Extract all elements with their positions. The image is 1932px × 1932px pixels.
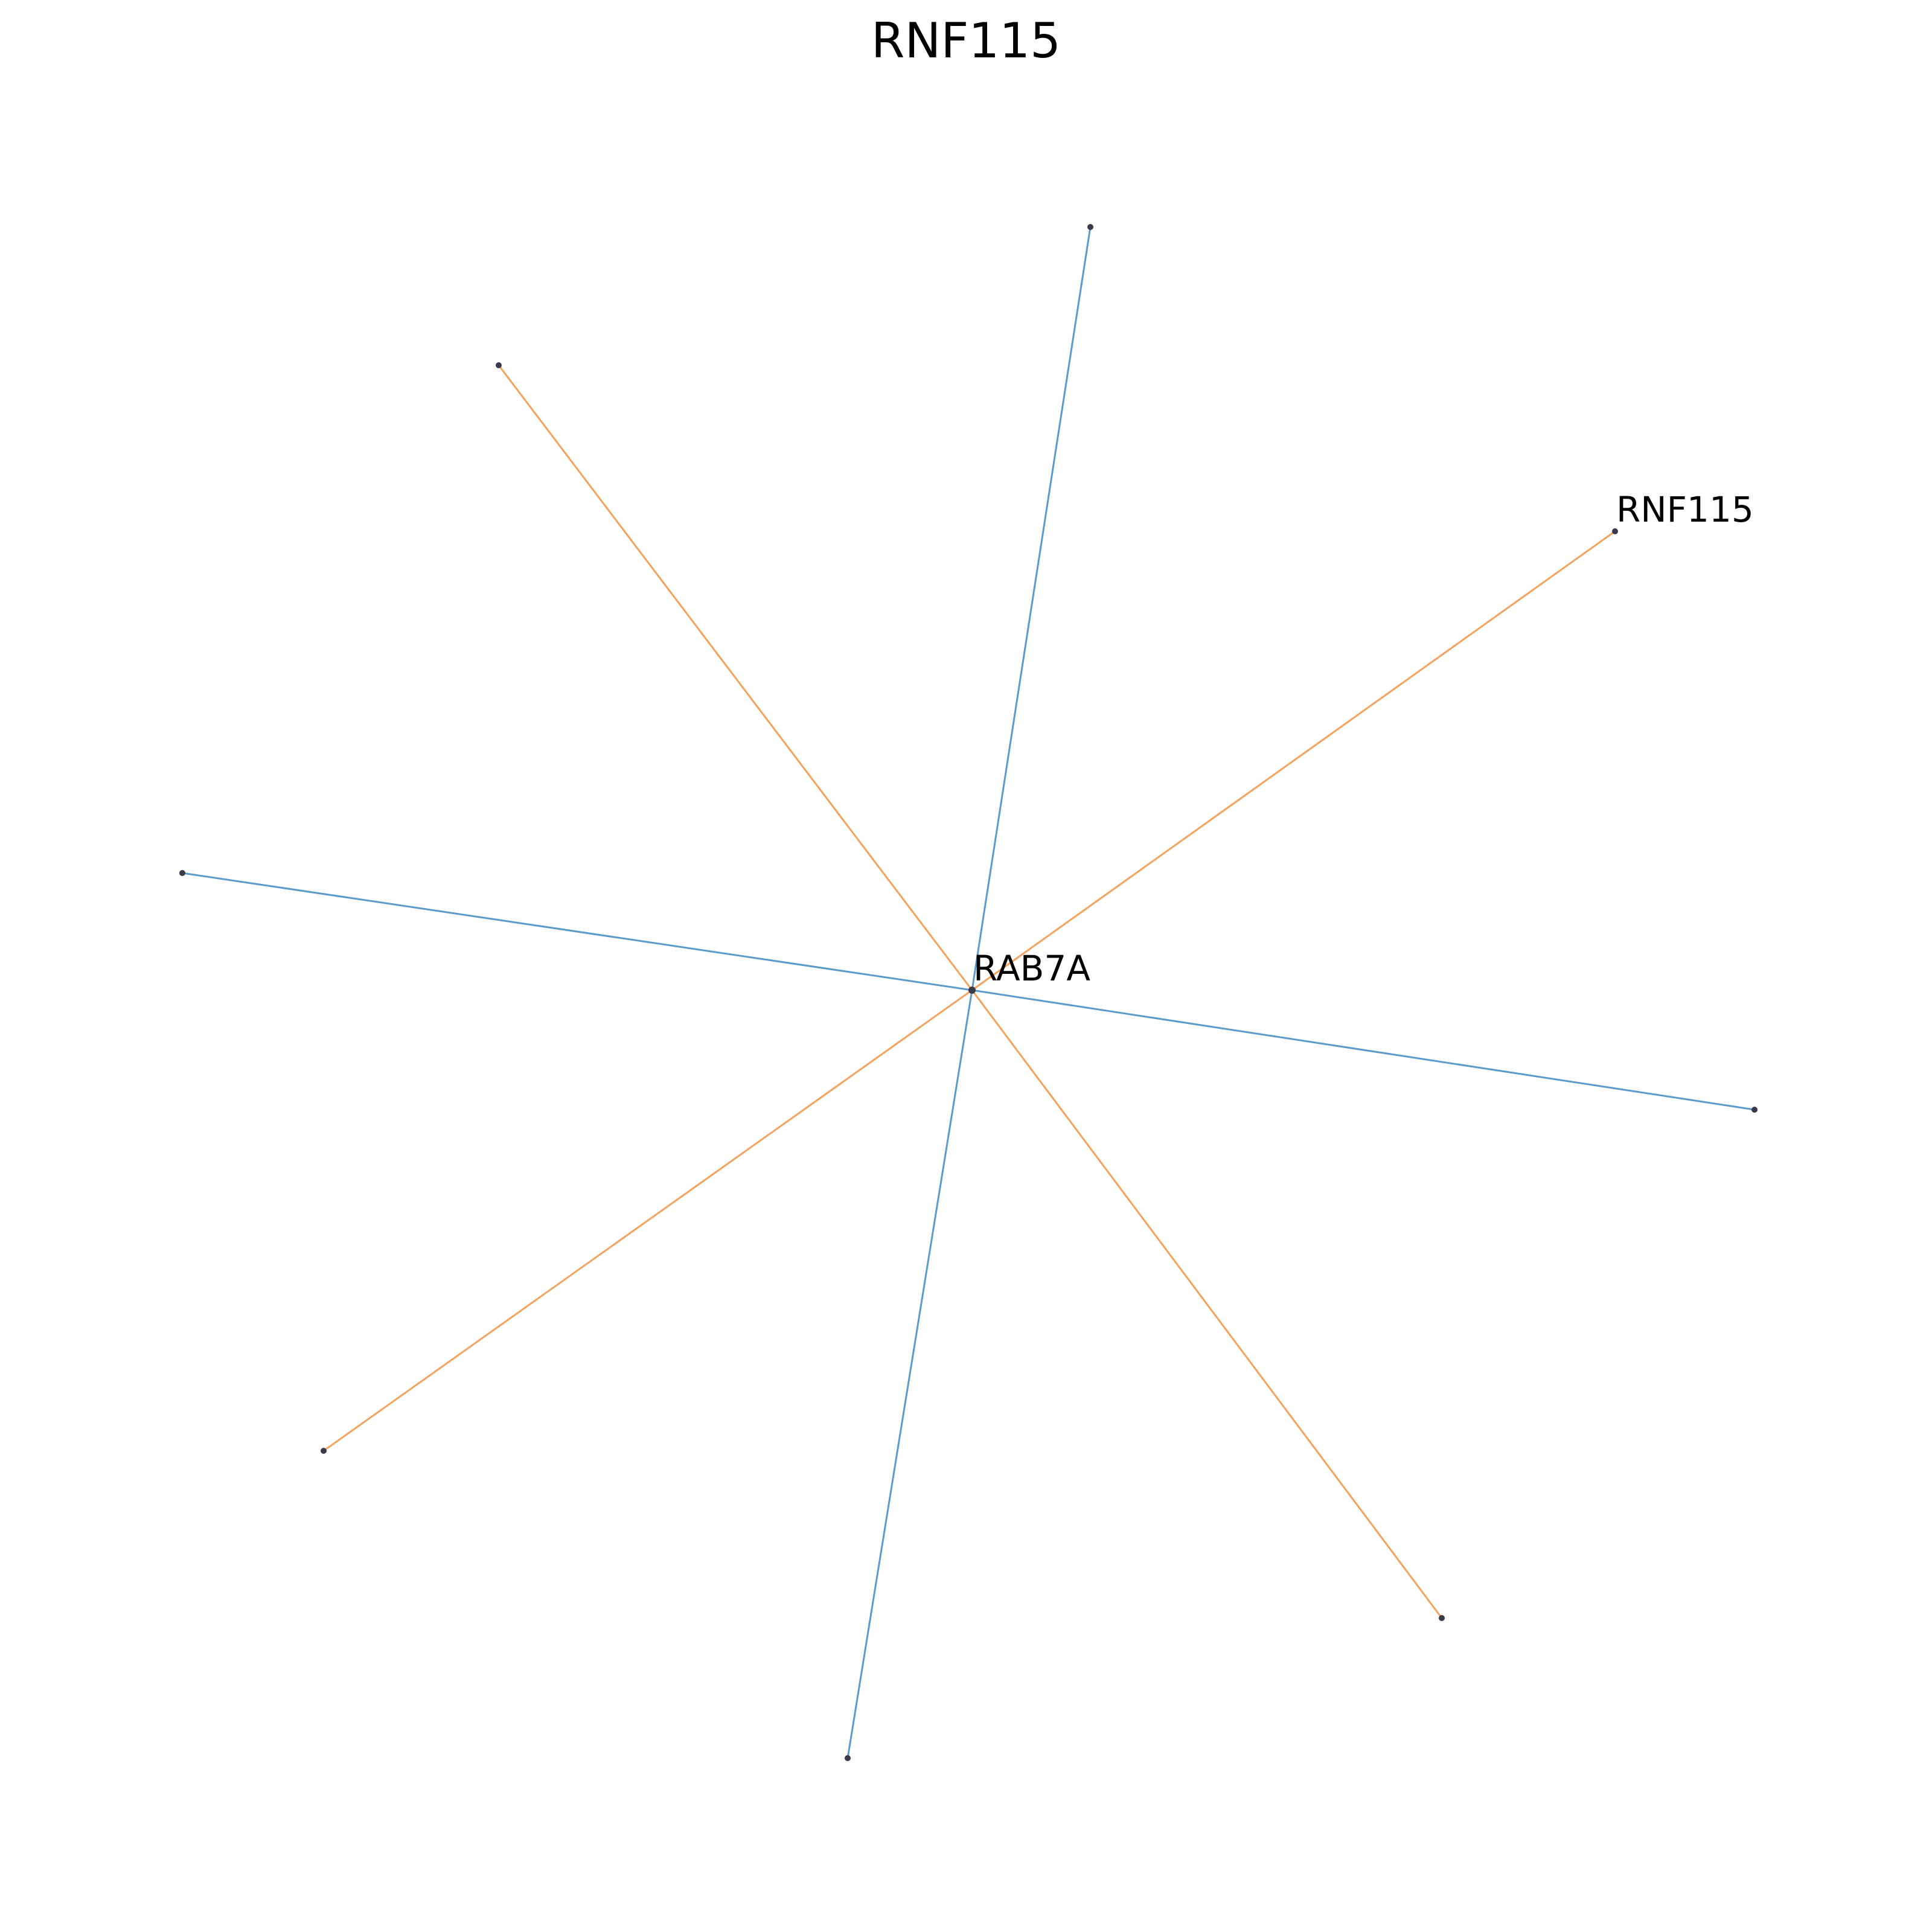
node-label-rnf115: RNF115 (1616, 489, 1754, 530)
node-n-left (179, 870, 185, 876)
node-n-top (1087, 224, 1093, 230)
diagram-title: RNF115 (871, 13, 1061, 69)
label-layer: RAB7A RNF115 (973, 489, 1754, 989)
node-n-lower-left (321, 1448, 327, 1454)
node-rnf115 (1612, 528, 1618, 534)
node-label-rab7a: RAB7A (973, 948, 1090, 989)
node-layer (179, 224, 1758, 1761)
edge-rab7a-n-left (182, 872, 973, 991)
edge-rab7a-n-right (971, 989, 1755, 1111)
edge-rab7a-n-upper-left (497, 365, 973, 991)
edge-rab7a-rnf115 (971, 530, 1616, 991)
edge-layer (182, 226, 1755, 1759)
node-rab7a (968, 987, 976, 994)
edge-rab7a-n-top (971, 226, 1092, 991)
edge-rab7a-n-bottom (846, 990, 973, 1759)
node-n-upper-left (496, 362, 502, 368)
edge-rab7a-n-lower-left (323, 989, 973, 1452)
edge-rab7a-n-lower-right (971, 990, 1443, 1619)
node-n-bottom (845, 1755, 851, 1761)
node-n-right (1751, 1107, 1758, 1113)
node-n-lower-right (1439, 1615, 1445, 1621)
